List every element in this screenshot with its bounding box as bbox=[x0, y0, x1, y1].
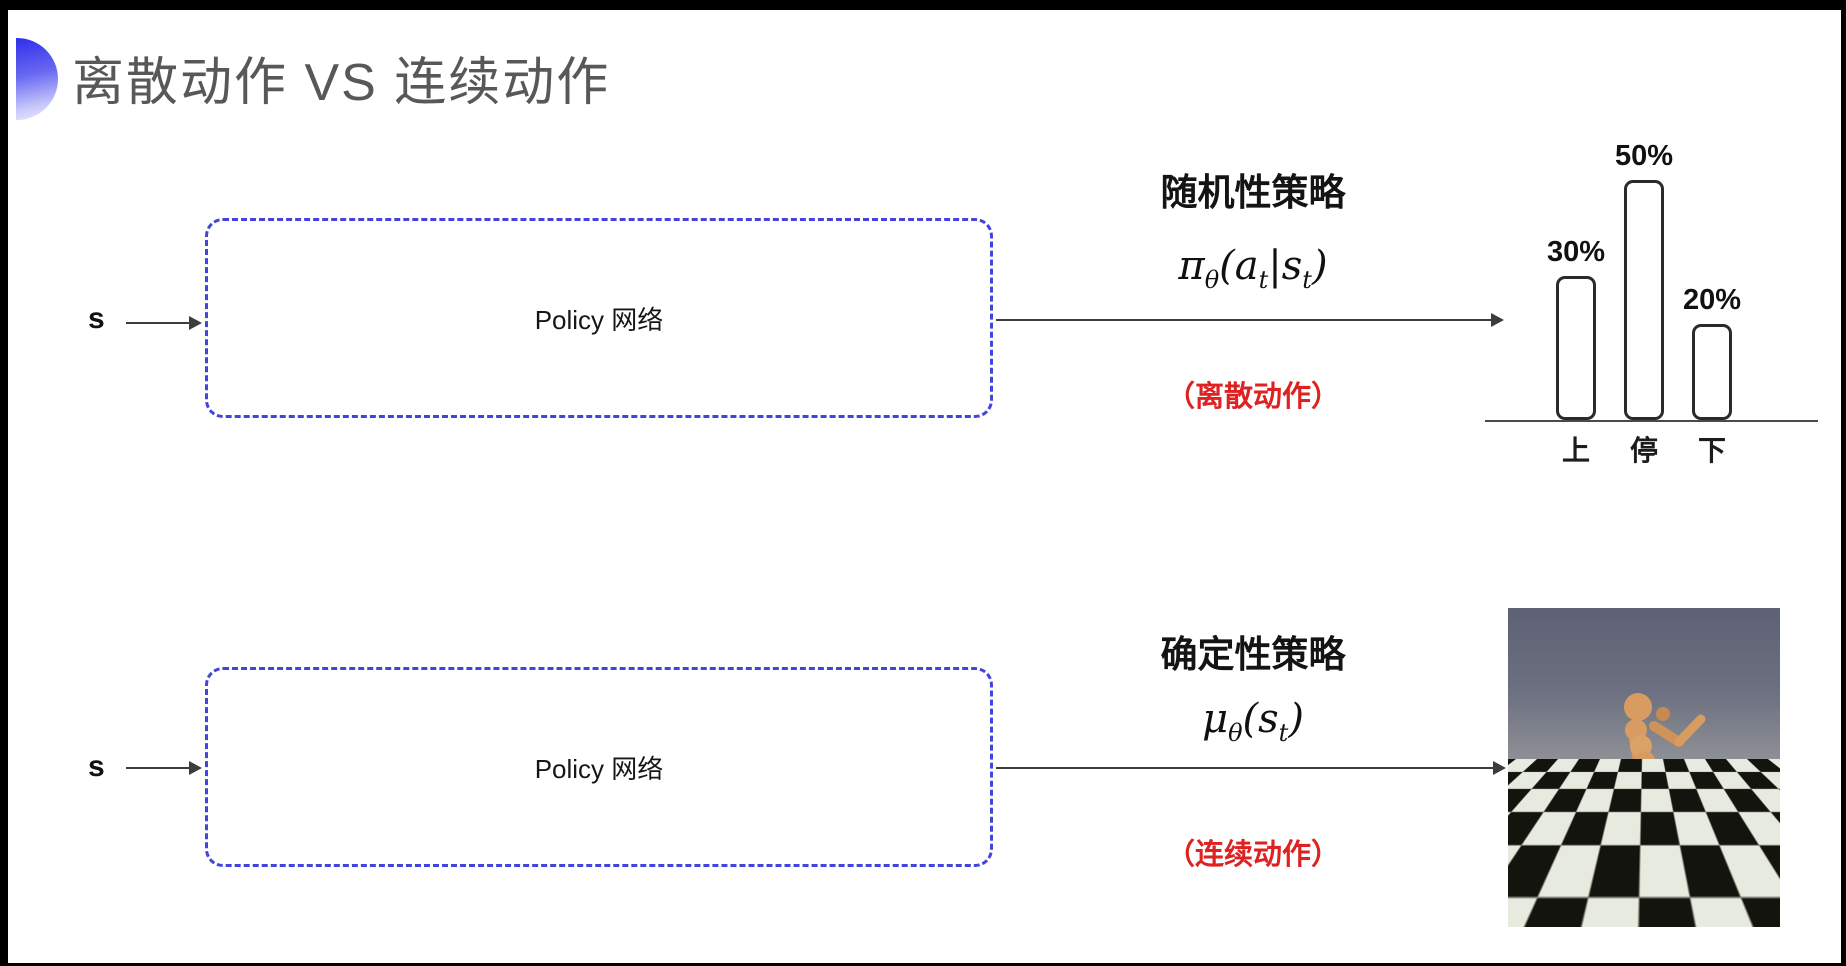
bar bbox=[1624, 180, 1664, 420]
bar-value-label: 50% bbox=[1614, 140, 1674, 172]
arrow-state-to-box-bottom bbox=[126, 761, 202, 775]
formula-open-a: (a bbox=[1219, 243, 1259, 289]
stochastic-policy-formula: πθ(at|st) bbox=[1103, 243, 1403, 294]
formula-t-sub2: t bbox=[1302, 266, 1312, 294]
bar-column: 30% bbox=[1542, 120, 1610, 420]
arrow-box-to-output-top bbox=[996, 313, 1504, 327]
bar-value-label: 30% bbox=[1546, 236, 1606, 268]
humanoid-robot-image bbox=[1508, 608, 1780, 927]
arrow-box-to-output-bottom bbox=[996, 761, 1506, 775]
state-label-bottom: s bbox=[88, 750, 105, 783]
arrow-state-to-box-top bbox=[126, 316, 202, 330]
formula-t-sub: t bbox=[1258, 266, 1269, 294]
formula-close: ) bbox=[1288, 696, 1304, 742]
bar-chart-categories: 上停下 bbox=[1542, 429, 1746, 469]
bar bbox=[1556, 276, 1596, 420]
bar-value-label: 20% bbox=[1682, 284, 1742, 316]
bar-column: 50% bbox=[1610, 120, 1678, 420]
bar-category-label: 上 bbox=[1561, 435, 1590, 466]
slide-background: 离散动作 VS 连续动作 s Policy 网络 随机性策略 πθ(at|st)… bbox=[8, 10, 1841, 963]
page-title: 离散动作 VS 连续动作 bbox=[72, 54, 611, 112]
policy-network-box-bottom: Policy 网络 bbox=[205, 667, 993, 867]
bar bbox=[1692, 324, 1732, 420]
formula-open-s: (s bbox=[1242, 696, 1279, 742]
title-bullet-clip bbox=[16, 38, 62, 122]
probability-bar-chart: 30% 50% 20% bbox=[1542, 120, 1746, 420]
discrete-action-note: （离散动作） bbox=[1165, 381, 1340, 413]
formula-mu: μ bbox=[1202, 696, 1229, 742]
policy-network-box-top: Policy 网络 bbox=[205, 218, 993, 418]
deterministic-policy-title: 确定性策略 bbox=[1160, 634, 1346, 675]
bar-chart-axis bbox=[1485, 420, 1818, 422]
scene-floor-glow bbox=[1518, 858, 1678, 927]
bar-category-label: 下 bbox=[1697, 435, 1726, 466]
policy-network-label-top: Policy 网络 bbox=[534, 304, 664, 335]
stochastic-policy-title: 随机性策略 bbox=[1160, 172, 1346, 213]
state-label-top: s bbox=[88, 302, 105, 335]
formula-close: ) bbox=[1311, 243, 1328, 289]
continuous-action-note: （连续动作） bbox=[1165, 839, 1340, 871]
formula-pi: π bbox=[1178, 243, 1205, 289]
formula-theta-sub: θ bbox=[1228, 719, 1243, 747]
bar-category-label: 停 bbox=[1629, 435, 1658, 466]
policy-network-label-bottom: Policy 网络 bbox=[534, 753, 664, 784]
humanoid-robot-figure bbox=[1592, 693, 1706, 871]
formula-theta-sub: θ bbox=[1204, 266, 1220, 294]
title-bullet-icon bbox=[16, 38, 58, 120]
deterministic-policy-formula: μθ(st) bbox=[1103, 696, 1403, 747]
formula-t-sub: t bbox=[1278, 719, 1289, 747]
bar-column: 20% bbox=[1678, 120, 1746, 420]
formula-bar-s: |s bbox=[1268, 243, 1303, 289]
